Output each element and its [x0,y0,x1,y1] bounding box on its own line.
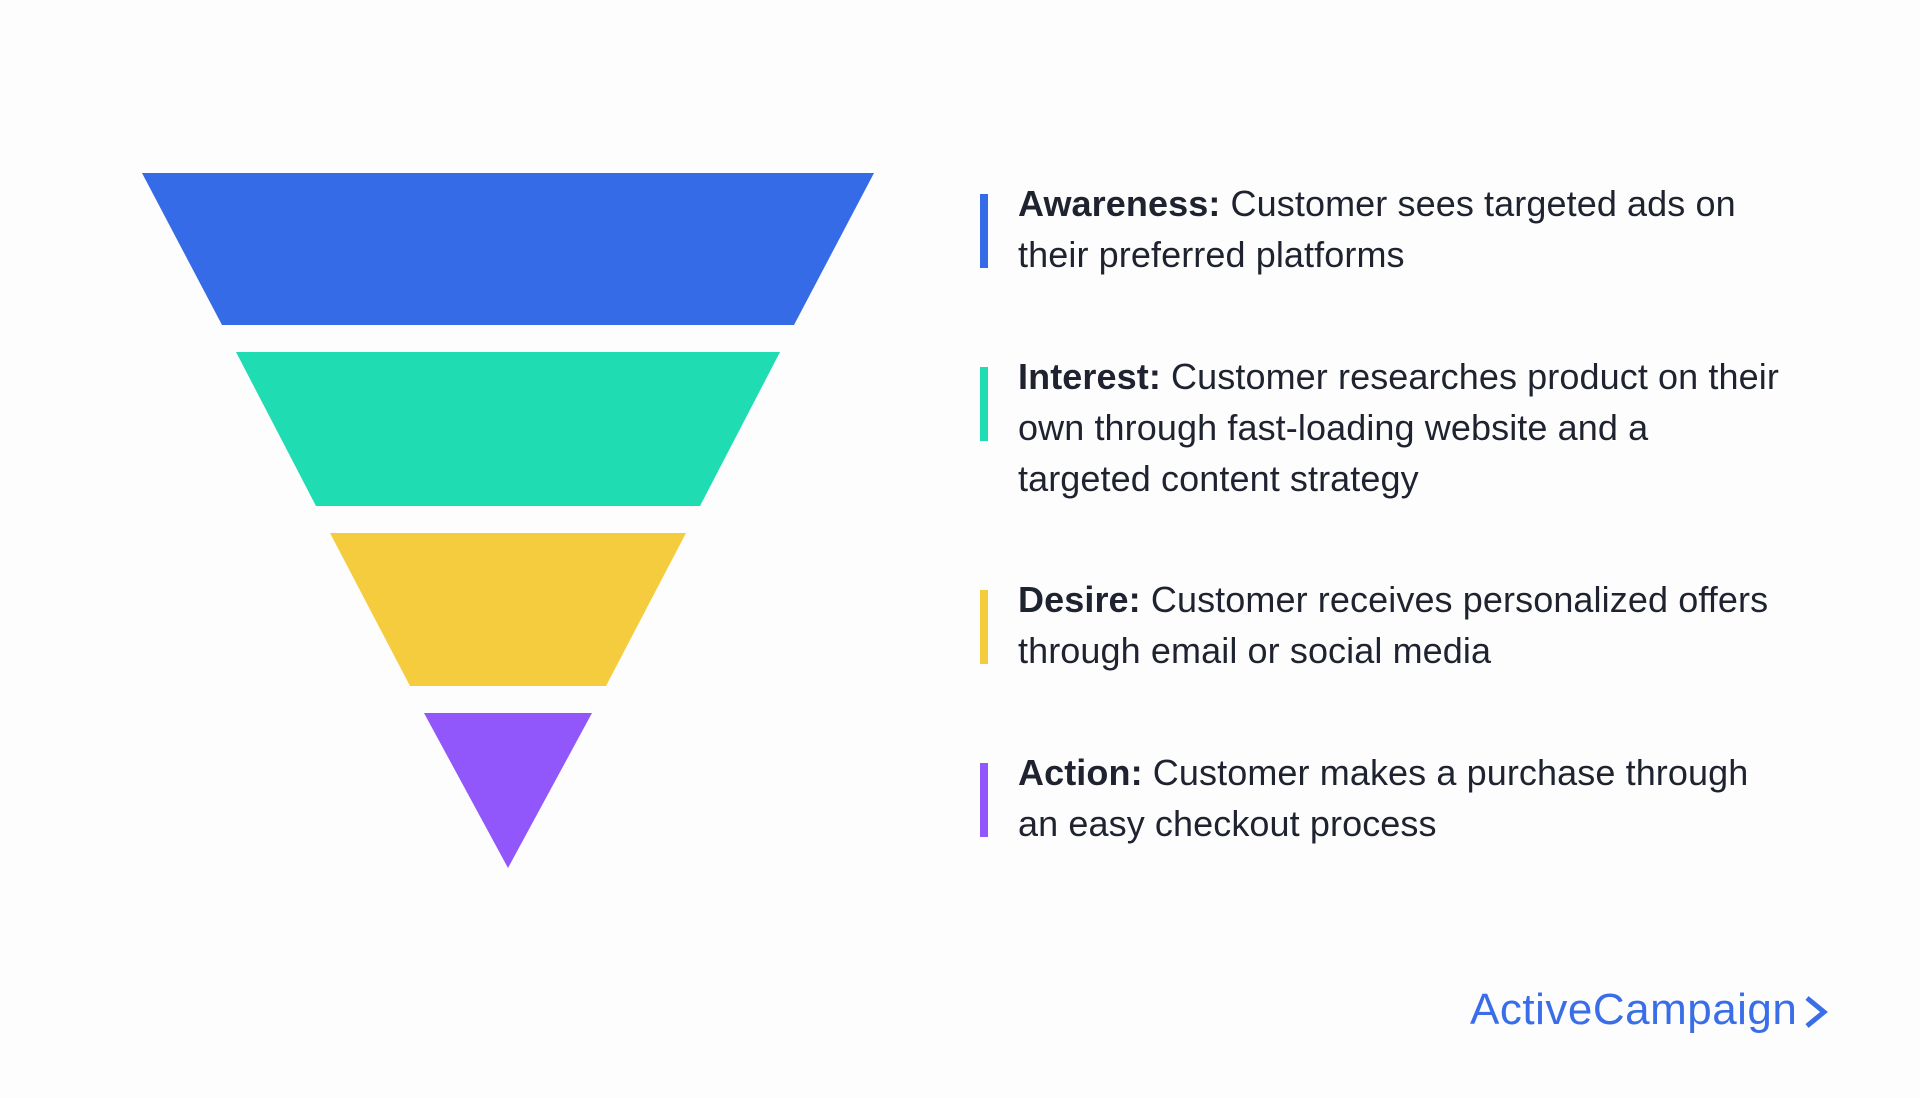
action-text: Customer makes a purchase through an eas… [1018,752,1749,844]
action-label: Action: [1018,752,1143,793]
action-description: Action: Customer makes a purchase throug… [1018,747,1780,849]
stage-desire: Desire: Customer receives personalized o… [980,574,1780,676]
funnel-segment-action [424,713,592,868]
brand-logo: ActiveCampaign [1470,982,1830,1038]
chevron-right-icon [1805,996,1829,1028]
desire-label: Desire: [1018,579,1141,620]
stage-awareness: Awareness: Customer sees targeted ads on… [980,178,1780,280]
awareness-text: Customer sees targeted ads on their pref… [1018,183,1736,275]
funnel-segment-awareness [142,173,874,325]
funnel-segment-desire [330,533,686,686]
awareness-accent-bar [980,194,988,268]
funnel-segment-interest [236,352,780,506]
interest-text: Customer researches product on their own… [1018,356,1779,499]
interest-accent-bar [980,367,988,441]
brand-name: ActiveCampaign [1470,985,1798,1034]
stage-interest: Interest: Customer researches product on… [980,351,1780,504]
stage-action: Action: Customer makes a purchase throug… [980,747,1780,849]
action-accent-bar [980,763,988,837]
funnel-diagram [142,173,874,868]
desire-description: Desire: Customer receives personalized o… [1018,574,1780,676]
desire-accent-bar [980,590,988,664]
awareness-description: Awareness: Customer sees targeted ads on… [1018,178,1780,280]
desire-text: Customer receives personalized offers th… [1018,579,1769,671]
interest-description: Interest: Customer researches product on… [1018,351,1780,504]
awareness-label: Awareness: [1018,183,1221,224]
interest-label: Interest: [1018,356,1161,397]
